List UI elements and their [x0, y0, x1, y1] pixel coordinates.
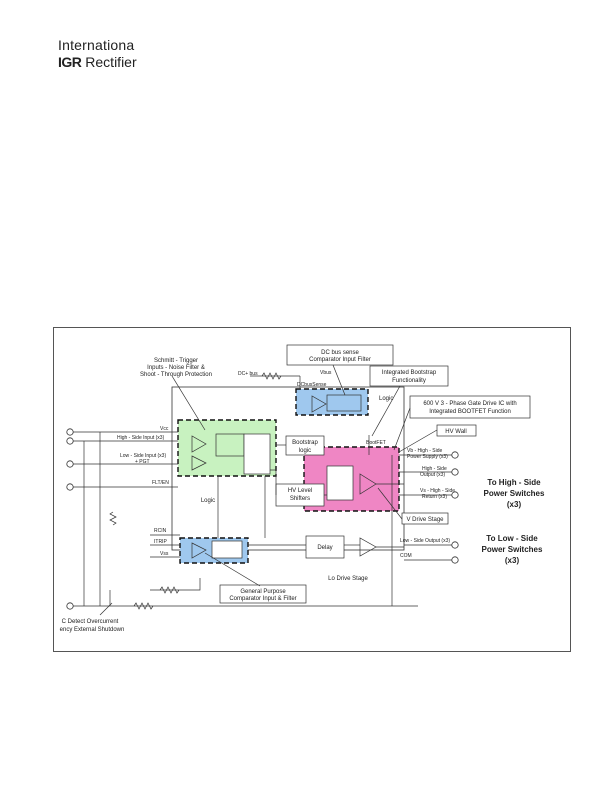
fltin-label: FLT/EN [152, 480, 169, 486]
resistors [109, 372, 282, 610]
schmitt-callout-1: Schmitt - Trigger [154, 358, 198, 364]
logo-line2: IGR Rectifier [58, 55, 137, 69]
logo-line1: Internationa [58, 37, 135, 53]
threephase-callout-1: 600 V 3 - Phase Gate Drive IC with [423, 401, 516, 407]
wiring [72, 375, 452, 607]
vb-label-2: Power Supply (x3) [407, 454, 448, 460]
itrip-label: ITRIP [154, 539, 167, 545]
bootstrap-logic-label-1: Bootstrap [292, 440, 318, 446]
hvwall-callout: HV Wall [445, 429, 466, 435]
threephase-callout-2: Integrated BOOTFET Function [429, 409, 511, 415]
logo-mark: IGR [58, 54, 82, 70]
dcbussense-label: DCbusSense [297, 382, 327, 388]
schmitt-block [215, 433, 245, 457]
ho-label-1: High - Side [422, 466, 447, 472]
bootstrap-logic-label-2: logic [299, 448, 311, 454]
schmitt-callout-3: Shoot - Through Protection [140, 372, 212, 378]
ho-label-2: Output (x3) [420, 472, 445, 478]
hv-drive-stage-icon [359, 473, 377, 495]
schmitt-callout-2: Inputs - Noise Filter & [147, 365, 205, 371]
schmitt-buffer-1-icon [191, 435, 207, 453]
high-side-output-2: Power Switches [484, 489, 545, 498]
gpcomp-callout-1: General Purpose [240, 589, 286, 595]
vs-label-2: Return (x3) [422, 494, 447, 500]
company-logo: Internationa IGR Rectifier [58, 38, 137, 69]
vss-label: Vss [160, 551, 169, 557]
diagram-frame [53, 327, 571, 652]
lo-label: Low - Side Output (x3) [400, 538, 450, 544]
dcbus-comparator-icon [311, 395, 327, 413]
hv-shifters-label-1: HV Level [288, 488, 312, 494]
dcbus-callout-1: DC bus sense [321, 350, 359, 356]
terminals [66, 428, 459, 610]
hin-label: High - Side Input (x3) [117, 435, 165, 441]
vbus-label: Vbus [320, 370, 332, 376]
gp-comparator-icon [191, 542, 207, 559]
low-side-output-1: To Low - Side [486, 534, 538, 543]
logo-line2-text: Rectifier [85, 54, 137, 70]
gp-filter-block [211, 540, 243, 559]
bootstrap-logic-block [285, 435, 325, 456]
dcbus-callout-2: Comparator Input Filter [309, 357, 371, 363]
vcc-label: Vcc [160, 426, 169, 432]
schmitt-buffer-2-icon [191, 455, 207, 471]
delay-label: Delay [317, 545, 332, 551]
ocd-callout-1: C Detect Overcurrent [62, 619, 119, 625]
low-side-output-3: (x3) [505, 556, 520, 565]
ic-outline [171, 386, 405, 551]
high-side-output-3: (x3) [507, 500, 522, 509]
ocd-callout-2: ency External Shutdown [60, 627, 125, 633]
lin-label-2: + PGT [135, 459, 150, 465]
vs-label-1: Vs - High - Side [420, 488, 455, 494]
bootfet-label: BootFET [366, 440, 386, 446]
lodrive-callout: Lo Drive Stage [328, 576, 368, 582]
lin-label-1: Low - Side Input (x3) [120, 453, 166, 459]
bootstrap-callout-2: Functionality [392, 378, 426, 384]
hv-shifters-label-2: Shifters [290, 496, 310, 502]
high-side-output-1: To High - Side [487, 478, 541, 487]
com-label: COM [400, 553, 412, 559]
vdrive-callout: V Drive Stage [406, 517, 444, 523]
lo-drive-stage-icon [359, 537, 377, 557]
logic-mid-label: Logic [201, 498, 215, 504]
rcin-label: RCIN [154, 528, 167, 534]
delay-block [305, 535, 345, 559]
low-side-output-2: Power Switches [482, 545, 543, 554]
gpcomp-callout-2: Comparator Input & Filter [229, 596, 296, 602]
logic-block-top [243, 433, 271, 475]
callout-arrows [99, 364, 438, 616]
hv-driver-block [326, 465, 354, 501]
logic-top-label: Logic [379, 396, 393, 402]
callout-boxes [219, 344, 531, 604]
bootstrap-callout-1: Integrated Bootstrap [382, 370, 437, 376]
dc-plus-label: DC+ bus [238, 371, 258, 377]
vb-label-1: Vb - High - Side [407, 448, 443, 454]
dcbus-filter-block [326, 394, 362, 412]
